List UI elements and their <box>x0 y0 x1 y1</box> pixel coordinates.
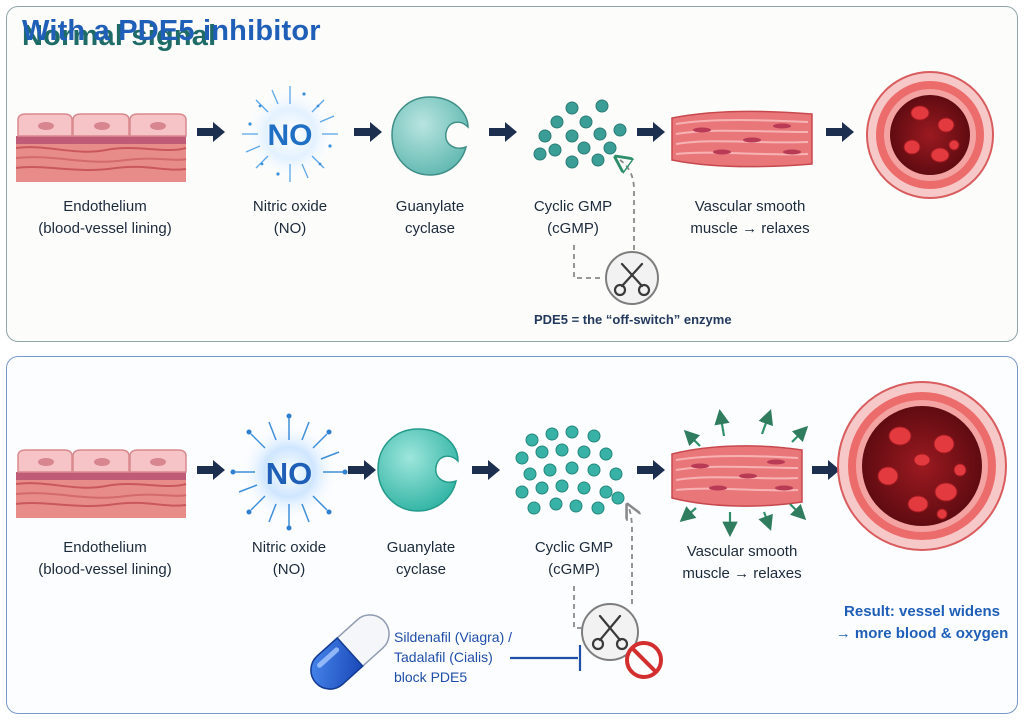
cgmp-molecules-icon <box>515 425 625 515</box>
nitric-oxide-burst-icon <box>242 86 338 182</box>
smooth-muscle-icon <box>671 110 813 168</box>
no-entry-icon <box>625 641 663 679</box>
no-symbol-text: NO <box>266 456 313 491</box>
scissors-icon <box>581 603 639 661</box>
step-label-cgmp: Cyclic GMP(cGMP) <box>533 198 613 237</box>
endothelium-icon <box>15 113 187 182</box>
step-label-nitric-oxide: Nitric oxide(NO) <box>252 198 328 237</box>
inhibition-line <box>510 645 582 671</box>
step-label-endothelium: Endothelium(blood-vessel lining) <box>38 539 172 578</box>
result-label: Result: vessel widens→ more blood & oxyg… <box>835 603 1009 642</box>
pde5-feedback-arrow <box>573 586 600 629</box>
flow-arrow <box>197 122 854 142</box>
step-label-nitric-oxide: Nitric oxide(NO) <box>251 539 327 578</box>
drug-label: Sildenafil (Viagra) /Tadalafil (Cialis)b… <box>394 629 513 685</box>
cgmp-molecules-icon <box>533 99 627 169</box>
smooth-muscle-icon <box>671 445 803 507</box>
relaxation-arrows <box>679 408 809 538</box>
panel-title: With a PDE5 inhibitor <box>22 15 321 47</box>
flow-arrow <box>197 460 840 480</box>
vessel-cross-section-icon <box>837 381 1007 551</box>
pde5-inhibitor-panel <box>6 356 1018 714</box>
scissors-icon <box>605 251 659 305</box>
guanylate-cyclase-icon <box>377 428 459 512</box>
step-label-cgmp: Cyclic GMP(cGMP) <box>534 539 614 578</box>
vessel-cross-section-icon <box>866 71 994 199</box>
endothelium-icon <box>15 449 187 518</box>
pde5-breakdown-arrow <box>628 506 632 604</box>
pde5-breakdown-arrow <box>620 160 635 250</box>
pde5-feedback-arrow <box>573 245 604 279</box>
pde5-note: PDE5 = the “off-switch” enzyme <box>534 312 732 327</box>
no-symbol-text: NO <box>268 119 313 152</box>
step-label-endothelium: Endothelium(blood-vessel lining) <box>38 198 172 237</box>
nitric-oxide-burst-icon <box>230 413 348 531</box>
guanylate-cyclase-icon <box>391 96 469 176</box>
panel-title: Normal signal <box>22 20 217 52</box>
pill-capsule-icon <box>310 614 390 690</box>
